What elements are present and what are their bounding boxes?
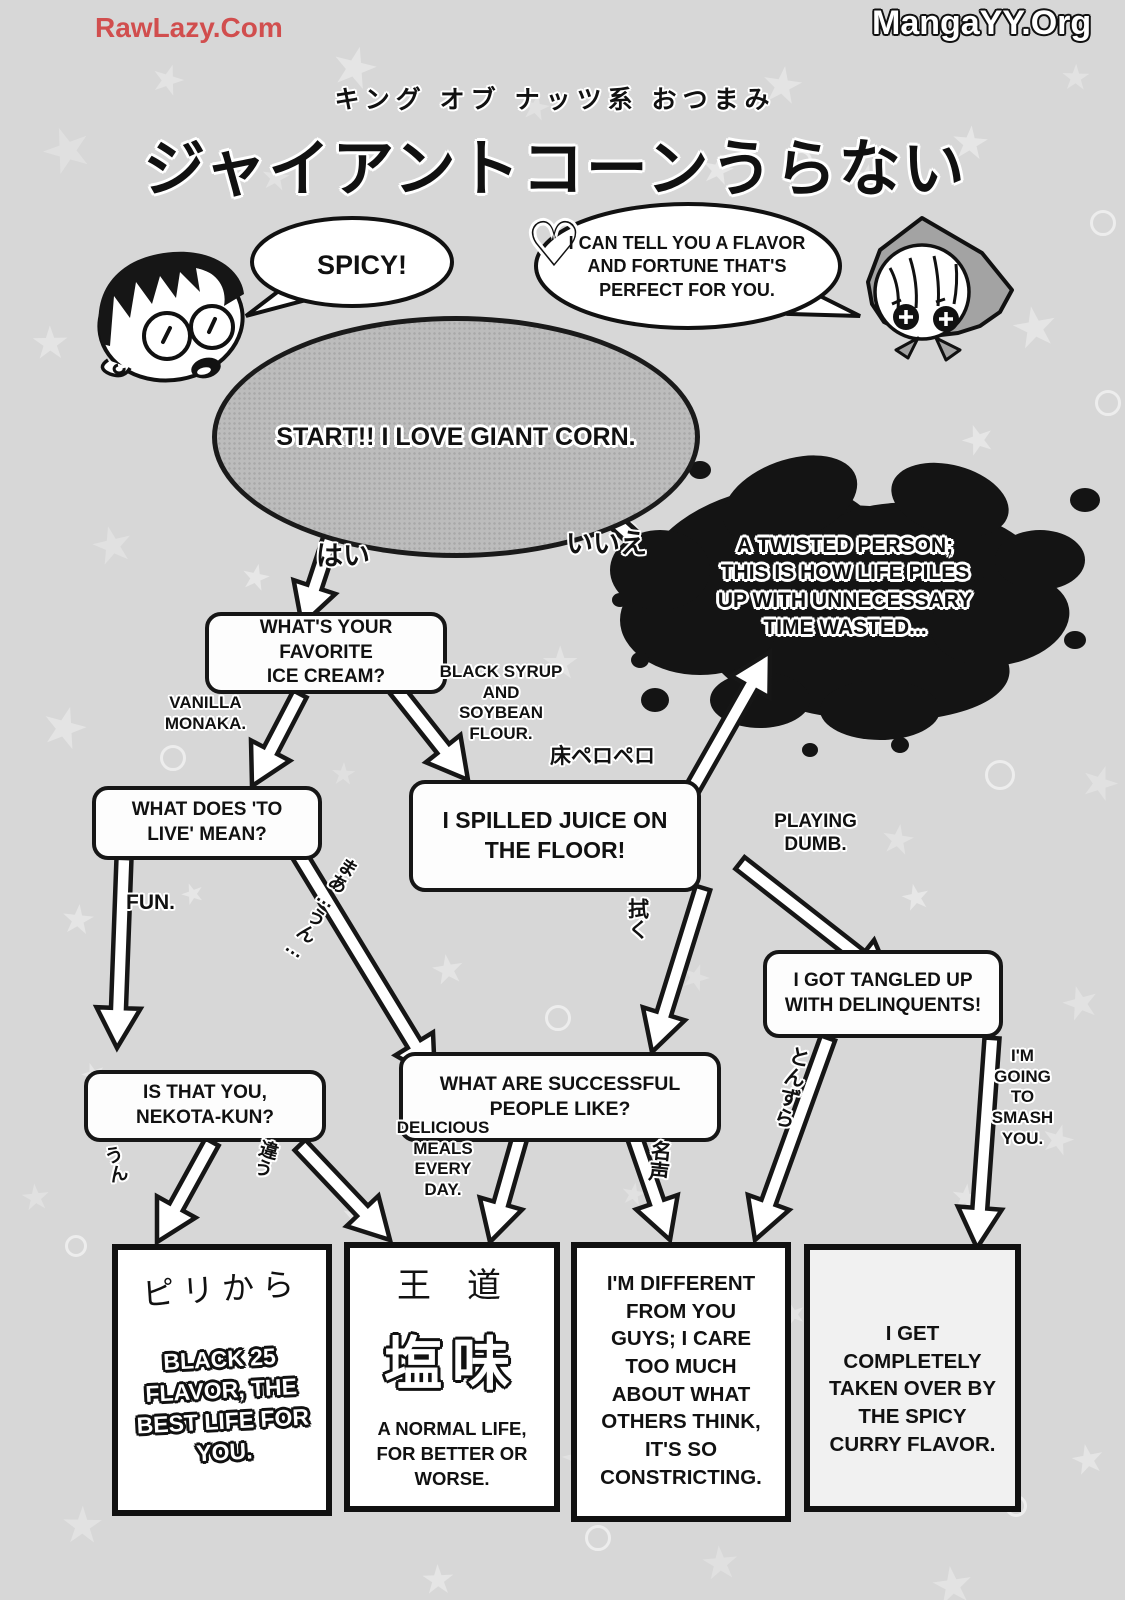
result-body-curry: I GET COMPLETELY TAKEN OVER BY THE SPICY… xyxy=(828,1322,997,1456)
circle-decoration xyxy=(160,745,186,771)
star-decoration: ★ xyxy=(540,637,581,688)
flow-node-nekota: IS THAT YOU, NEKOTA-KUN? xyxy=(84,1070,326,1142)
flow-arrow xyxy=(92,855,145,1053)
boy-character-icon xyxy=(97,251,245,383)
edge-label-yuka-peropero: 床ペロペロ xyxy=(550,745,655,768)
flow-arrow xyxy=(476,1125,532,1247)
result-body-normal-life: A NORMAL LIFE, FOR BETTER OR WORSE. xyxy=(376,1418,528,1489)
flow-arrow xyxy=(639,882,714,1057)
edge-label-smash-you: I'M GOING TO SMASH YOU. xyxy=(991,1046,1054,1148)
edge-label-iie: いいえ xyxy=(566,529,647,559)
edge-label-meisei: 名声 xyxy=(645,1138,673,1184)
edge-label-vanilla-monaka: VANILLA MONAKA. xyxy=(164,693,247,733)
edge-label-black-syrup: BLACK SYRUP AND SOYBEAN FLOUR. xyxy=(439,662,563,744)
result-big-shiomi: 塩味 xyxy=(383,1332,520,1397)
boy-bubble-text: SPICY! xyxy=(316,250,408,280)
title-ruby-text: キング オブ ナッツ系 おつまみ xyxy=(334,86,776,114)
fortune-teller-girl-icon xyxy=(866,216,1014,362)
edge-label-hai: はい xyxy=(316,541,370,571)
girl-speech-bubble xyxy=(534,202,861,330)
circle-decoration xyxy=(65,1235,87,1257)
flow-node-successful: WHAT ARE SUCCESSFUL PEOPLE LIKE? xyxy=(399,1052,721,1142)
result-body-black25: BLACK 25 FLAVOR, THE BEST LIFE FOR YOU. xyxy=(135,1343,310,1467)
circle-decoration xyxy=(1095,390,1121,416)
circle-decoration xyxy=(545,1005,571,1031)
watermark-rawlazy: RawLazy.Com xyxy=(95,12,283,43)
circle-decoration xyxy=(585,1525,611,1551)
result-box-salt: 王道 塩味 A NORMAL LIFE, FOR BETTER OR WORSE… xyxy=(344,1242,560,1512)
result-heading-pirikara: ピリから xyxy=(141,1265,304,1313)
result-body-different: I'M DIFFERENT FROM YOU GUYS; I CARE TOO … xyxy=(600,1272,762,1489)
flow-arrow xyxy=(248,687,310,791)
flow-node-ice-cream: WHAT'S YOUR FAVORITE ICE CREAM? xyxy=(205,612,447,694)
edge-label-fuku: 拭く xyxy=(625,898,649,940)
flow-arrow xyxy=(291,1136,394,1244)
boy-speech-bubble xyxy=(244,216,454,318)
flow-twisted-result-text: A TWISTED PERSON; THIS IS HOW LIFE PILES… xyxy=(717,534,973,639)
flow-start-node: START!! I LOVE GIANT CORN. xyxy=(212,316,700,558)
circle-decoration xyxy=(985,760,1015,790)
edge-label-delicious-meals: DELICIOUS MEALS EVERY DAY. xyxy=(396,1118,490,1200)
flow-arrow xyxy=(154,1135,222,1247)
flow-arrow xyxy=(954,1035,1006,1253)
result-heading-oudou: 王道 xyxy=(397,1267,537,1305)
title-main-text: ジャイアントコーンうらない♡ xyxy=(143,135,967,280)
flow-start-text: START!! I LOVE GIANT CORN. xyxy=(276,422,636,451)
result-box-curry: I GET COMPLETELY TAKEN OVER BY THE SPICY… xyxy=(804,1244,1021,1512)
watermark-mangayy: MangaYY.Org xyxy=(872,4,1092,42)
circle-decoration xyxy=(1090,210,1116,236)
flow-arrow xyxy=(745,1032,838,1245)
flow-arrow xyxy=(676,647,773,807)
flow-node-delinquents: I GOT TANGLED UP WITH DELINQUENTS! xyxy=(763,950,1003,1038)
ink-blob xyxy=(610,455,1100,757)
result-box-different: I'M DIFFERENT FROM YOU GUYS; I CARE TOO … xyxy=(571,1242,791,1522)
page-title: キング オブ ナッツ系 おつまみ ジャイアントコーンうらない♡ xyxy=(130,80,980,281)
edge-label-fun: FUN. xyxy=(126,891,175,914)
circle-decoration xyxy=(790,150,812,172)
flow-node-to-live: WHAT DOES 'TO LIVE' MEAN? xyxy=(92,786,322,860)
edge-label-playing-dumb: PLAYING DUMB. xyxy=(774,811,857,856)
flow-node-spilled-juice: I SPILLED JUICE ON THE FLOOR! xyxy=(409,780,701,892)
girl-bubble-text: I CAN TELL YOU A FLAVOR AND FORTUNE THAT… xyxy=(568,233,806,300)
result-box-spicy: ピリから BLACK 25 FLAVOR, THE BEST LIFE FOR … xyxy=(112,1244,332,1516)
